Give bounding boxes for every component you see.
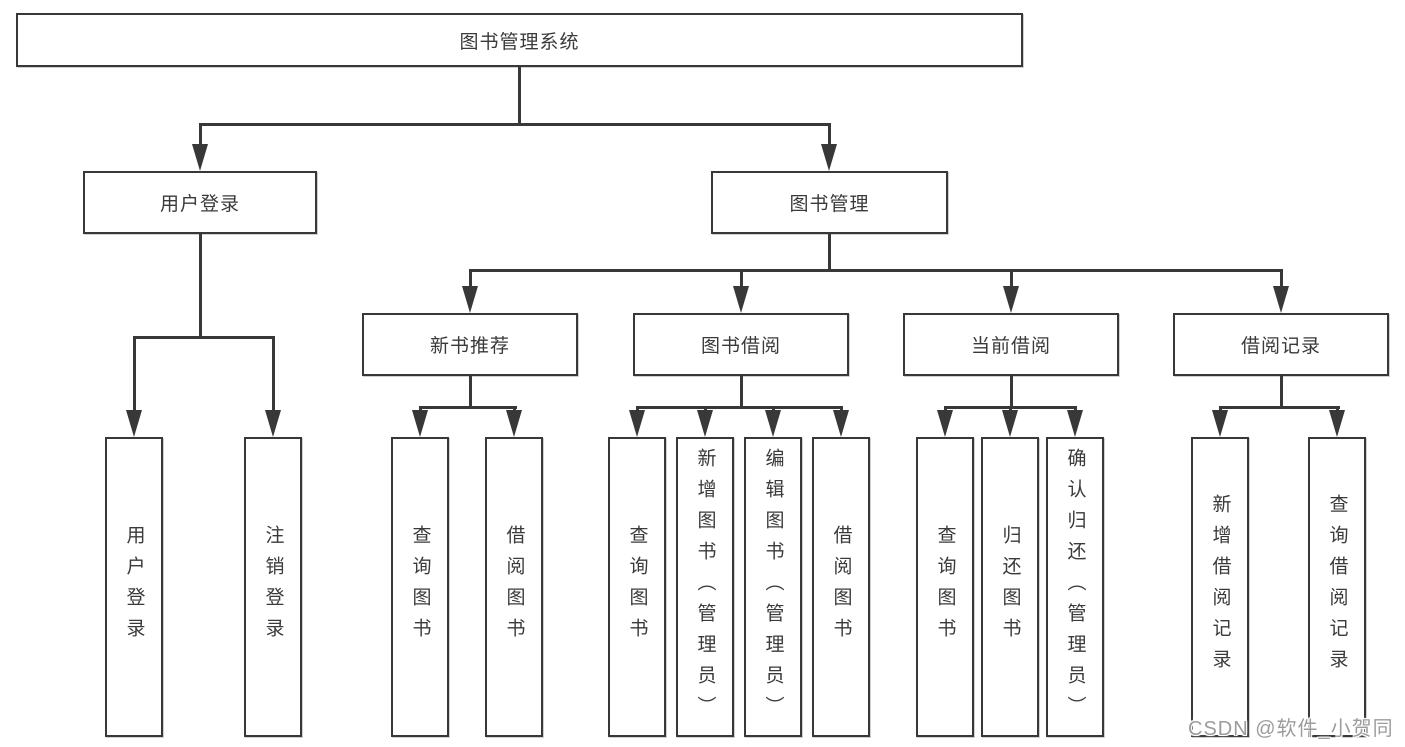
line bbox=[469, 376, 472, 408]
node-current-borrowing: 当前借阅 bbox=[903, 313, 1119, 376]
arrow-down bbox=[1067, 410, 1083, 437]
arrow-down bbox=[765, 410, 781, 437]
leaf-borrow-books-borrowing: 借阅图书 bbox=[812, 437, 870, 737]
line bbox=[1010, 376, 1013, 408]
line bbox=[1280, 376, 1283, 408]
arrow-down bbox=[1003, 286, 1019, 313]
leaf-query-borrow-record-label: 查询借阅记录 bbox=[1326, 494, 1348, 680]
leaf-query-books-borrowing: 查询图书 bbox=[608, 437, 666, 737]
leaf-borrow-books-borrowing-label: 借阅图书 bbox=[830, 525, 852, 649]
leaf-borrow-books-recommend-label: 借阅图书 bbox=[503, 525, 525, 649]
leaf-user-login-label: 用户登录 bbox=[123, 525, 145, 649]
node-borrowing-records-label: 借阅记录 bbox=[1240, 336, 1321, 357]
line bbox=[272, 338, 275, 412]
line bbox=[469, 269, 1283, 272]
line bbox=[828, 234, 831, 271]
arrow-down bbox=[937, 410, 953, 437]
csdn-watermark: CSDN @软件_小贺同学 bbox=[1188, 718, 1394, 740]
leaf-return-books: 归还图书 bbox=[981, 437, 1039, 737]
leaf-query-books-current: 查询图书 bbox=[916, 437, 974, 737]
line bbox=[133, 338, 136, 412]
arrow-down bbox=[126, 410, 142, 437]
line bbox=[1280, 271, 1283, 289]
leaf-add-borrow-record: 新增借阅记录 bbox=[1191, 437, 1249, 737]
arrow-down bbox=[833, 410, 849, 437]
leaf-borrow-books-recommend: 借阅图书 bbox=[485, 437, 543, 737]
arrow-down bbox=[1273, 286, 1289, 313]
leaf-confirm-return-admin-label: 确认归还（管理员） bbox=[1064, 447, 1086, 727]
node-book-management-label: 图书管理 bbox=[789, 194, 870, 215]
leaf-query-books-borrowing-label: 查询图书 bbox=[626, 525, 648, 649]
arrow-down bbox=[697, 410, 713, 437]
node-book-borrowing-label: 图书借阅 bbox=[700, 336, 781, 357]
line bbox=[1219, 406, 1340, 409]
leaf-logout: 注销登录 bbox=[244, 437, 302, 737]
arrow-down bbox=[192, 144, 208, 171]
leaf-user-login: 用户登录 bbox=[105, 437, 163, 737]
node-user-login-label: 用户登录 bbox=[159, 194, 240, 215]
node-current-borrowing-label: 当前借阅 bbox=[970, 336, 1051, 357]
leaf-confirm-return-admin: 确认归还（管理员） bbox=[1046, 437, 1104, 737]
arrow-down bbox=[265, 410, 281, 437]
leaf-add-books-admin-label: 新增图书（管理员） bbox=[694, 447, 716, 727]
node-new-book-recommend-label: 新书推荐 bbox=[429, 336, 510, 357]
line bbox=[740, 271, 743, 289]
leaf-query-books-recommend: 查询图书 bbox=[391, 437, 449, 737]
leaf-logout-label: 注销登录 bbox=[262, 525, 284, 649]
arrow-down bbox=[821, 144, 837, 171]
line bbox=[518, 67, 521, 125]
line bbox=[199, 123, 831, 126]
line bbox=[944, 406, 1077, 409]
node-book-management: 图书管理 bbox=[711, 171, 948, 234]
leaf-edit-books-admin-label: 编辑图书（管理员） bbox=[762, 447, 784, 727]
arrow-down bbox=[412, 410, 428, 437]
line bbox=[469, 271, 472, 289]
node-book-borrowing: 图书借阅 bbox=[633, 313, 849, 376]
node-user-login: 用户登录 bbox=[83, 171, 317, 234]
node-root-system: 图书管理系统 bbox=[16, 13, 1023, 67]
node-new-book-recommend: 新书推荐 bbox=[362, 313, 578, 376]
leaf-query-books-current-label: 查询图书 bbox=[934, 525, 956, 649]
leaf-add-borrow-record-label: 新增借阅记录 bbox=[1209, 494, 1231, 680]
line bbox=[740, 376, 743, 408]
line bbox=[199, 234, 202, 338]
leaf-return-books-label: 归还图书 bbox=[999, 525, 1021, 649]
line bbox=[828, 125, 831, 147]
arrow-down bbox=[506, 410, 522, 437]
leaf-query-books-recommend-label: 查询图书 bbox=[409, 525, 431, 649]
leaf-add-books-admin: 新增图书（管理员） bbox=[676, 437, 734, 737]
line bbox=[133, 336, 275, 339]
arrow-down bbox=[1329, 410, 1345, 437]
leaf-edit-books-admin: 编辑图书（管理员） bbox=[744, 437, 802, 737]
leaf-query-borrow-record: 查询借阅记录 bbox=[1308, 437, 1366, 737]
arrow-down bbox=[733, 286, 749, 313]
line bbox=[419, 406, 517, 409]
arrow-down bbox=[629, 410, 645, 437]
node-root-label: 图书管理系统 bbox=[459, 31, 580, 53]
arrow-down bbox=[462, 286, 478, 313]
arrow-down bbox=[1212, 410, 1228, 437]
node-borrowing-records: 借阅记录 bbox=[1173, 313, 1389, 376]
line bbox=[199, 125, 202, 147]
arrow-down bbox=[1002, 410, 1018, 437]
line bbox=[1010, 271, 1013, 289]
line bbox=[636, 406, 843, 409]
